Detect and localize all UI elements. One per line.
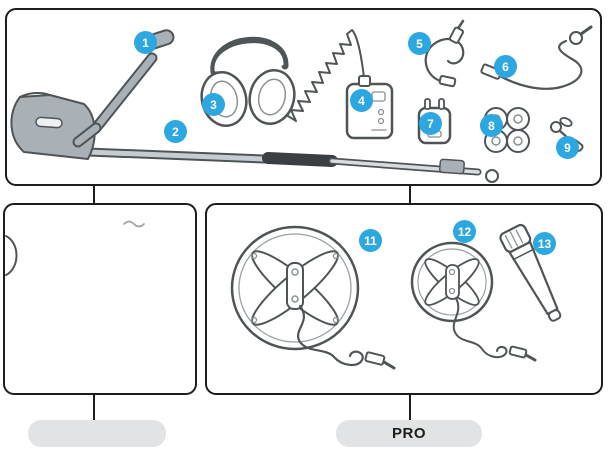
callout-badge-6: 6	[494, 55, 517, 78]
small-fastener-drawing	[550, 117, 584, 152]
callout-badge-11: 11	[359, 229, 382, 252]
lower-stem-armrest-drawing	[10, 91, 499, 183]
headphones-drawing	[200, 29, 365, 127]
connector-line	[93, 186, 95, 203]
short-cable-drawing	[424, 19, 465, 88]
callout-badge-1: 1	[134, 31, 157, 54]
option-left-panel	[3, 203, 197, 395]
pro-label-text: PRO	[391, 425, 426, 442]
pro-parts-panel	[205, 203, 603, 395]
callout-badge-2: 2	[164, 120, 187, 143]
upper-stem-drawing	[72, 29, 175, 148]
callout-badge-9: 9	[556, 136, 579, 159]
callout-badge-8: 8	[480, 114, 503, 137]
standard-parts-panel	[5, 8, 602, 186]
callout-badge-7: 7	[419, 112, 442, 135]
callout-badge-3: 3	[202, 93, 225, 116]
left-panel-edge-detail	[5, 220, 145, 276]
connector-line	[409, 186, 411, 203]
large-coil-drawing	[230, 225, 396, 370]
callout-badge-13: 13	[533, 232, 556, 255]
left-version-label	[28, 420, 166, 447]
callout-badge-4: 4	[350, 89, 373, 112]
callout-badge-12: 12	[453, 220, 476, 243]
pinpointer-drawing	[499, 223, 562, 322]
pro-version-label: PRO	[336, 420, 482, 447]
connector-line	[93, 395, 95, 420]
small-coil-drawing	[410, 241, 537, 362]
callout-badge-5: 5	[408, 32, 431, 55]
connector-line	[409, 395, 411, 420]
audio-cable-drawing	[480, 25, 593, 90]
